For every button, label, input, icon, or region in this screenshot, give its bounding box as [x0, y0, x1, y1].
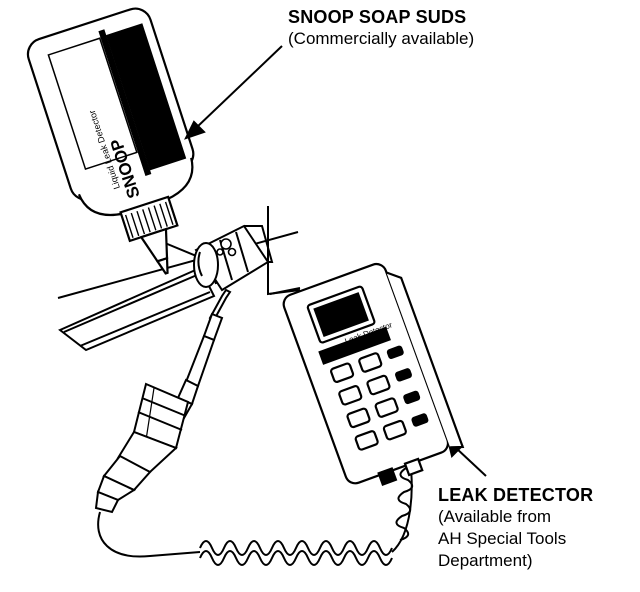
detector-probe — [94, 288, 232, 514]
leak-callout-line-1: (Available from — [438, 507, 552, 526]
coiled-cable — [97, 455, 416, 566]
snoop-callout-subtitle: (Commercially available) — [288, 29, 475, 48]
snoop-callout: SNOOP SOAP SUDS (Commercially available) — [288, 6, 474, 50]
leak-detector-callout: LEAK DETECTOR (Available from AH Special… — [438, 484, 593, 572]
leak-callout-title: LEAK DETECTOR — [438, 485, 594, 505]
snoop-leader-arrow — [184, 45, 283, 140]
leak-callout-line-3: Department) — [438, 551, 533, 570]
leak-callout-line-2: AH Special Tools — [438, 529, 567, 548]
snoop-bottle: SNOOP Liquid Leak Detector — [26, 7, 195, 275]
refrigerant-pipe — [58, 266, 216, 352]
flare-nut-fitting — [193, 224, 274, 292]
snoop-callout-title: SNOOP SOAP SUDS — [288, 7, 467, 27]
soap-drops — [216, 238, 237, 257]
leak-detector-unit: Leak Detector — [282, 262, 465, 486]
